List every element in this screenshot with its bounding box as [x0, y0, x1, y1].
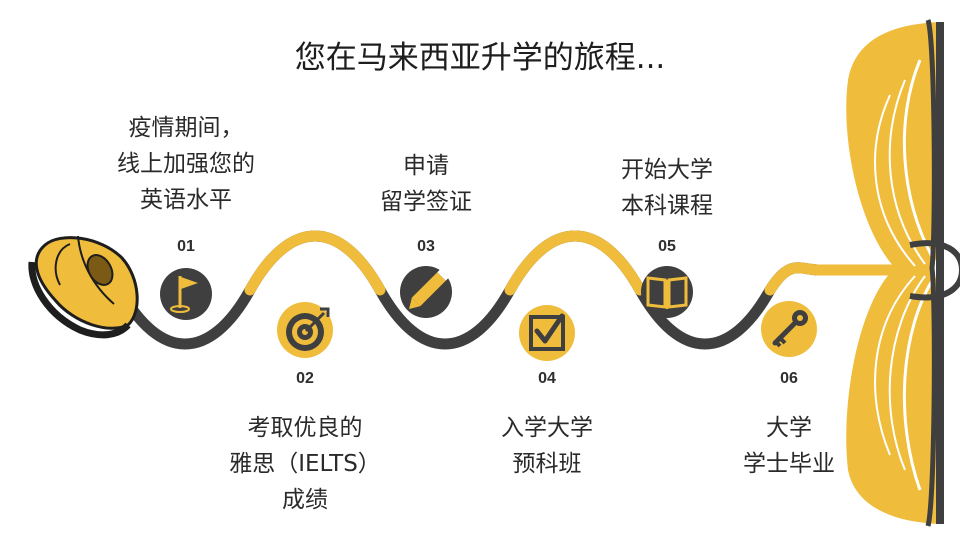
pencil-icon [409, 269, 449, 309]
book-icon [646, 276, 688, 309]
step-04-label: 入学大学 预科班 [501, 415, 593, 477]
step-03-number: 03 [417, 238, 435, 255]
step-05-marker [641, 266, 693, 318]
step-04-number: 04 [538, 370, 556, 387]
step-02-marker [277, 302, 333, 358]
step-03-label: 申请 留学签证 [380, 153, 472, 215]
step-06-label: 大学 学士毕业 [743, 415, 835, 477]
key-icon [772, 310, 808, 348]
step-05-number: 05 [658, 238, 676, 255]
timeline-path [114, 230, 911, 350]
step-02-label: 考取优良的 雅思（IELTS） 成绩 [229, 415, 381, 513]
flag-icon [170, 276, 198, 313]
page-title: 您在马来西亚升学的旅程... [294, 40, 666, 76]
step-02-number: 02 [296, 370, 314, 387]
step-01-label: 疫情期间， 线上加强您的 英语水平 [117, 115, 255, 213]
step-01-marker [160, 268, 212, 320]
target-icon [286, 307, 330, 351]
step-04-marker [519, 305, 575, 361]
step-06-number: 06 [780, 370, 798, 387]
step-06-marker [761, 301, 817, 357]
computer-mouse-icon [28, 235, 139, 339]
step-03-marker [400, 266, 452, 318]
checkbox-icon [529, 313, 565, 351]
step-01-number: 01 [177, 238, 195, 255]
step-05-label: 开始大学 本科课程 [621, 157, 713, 219]
